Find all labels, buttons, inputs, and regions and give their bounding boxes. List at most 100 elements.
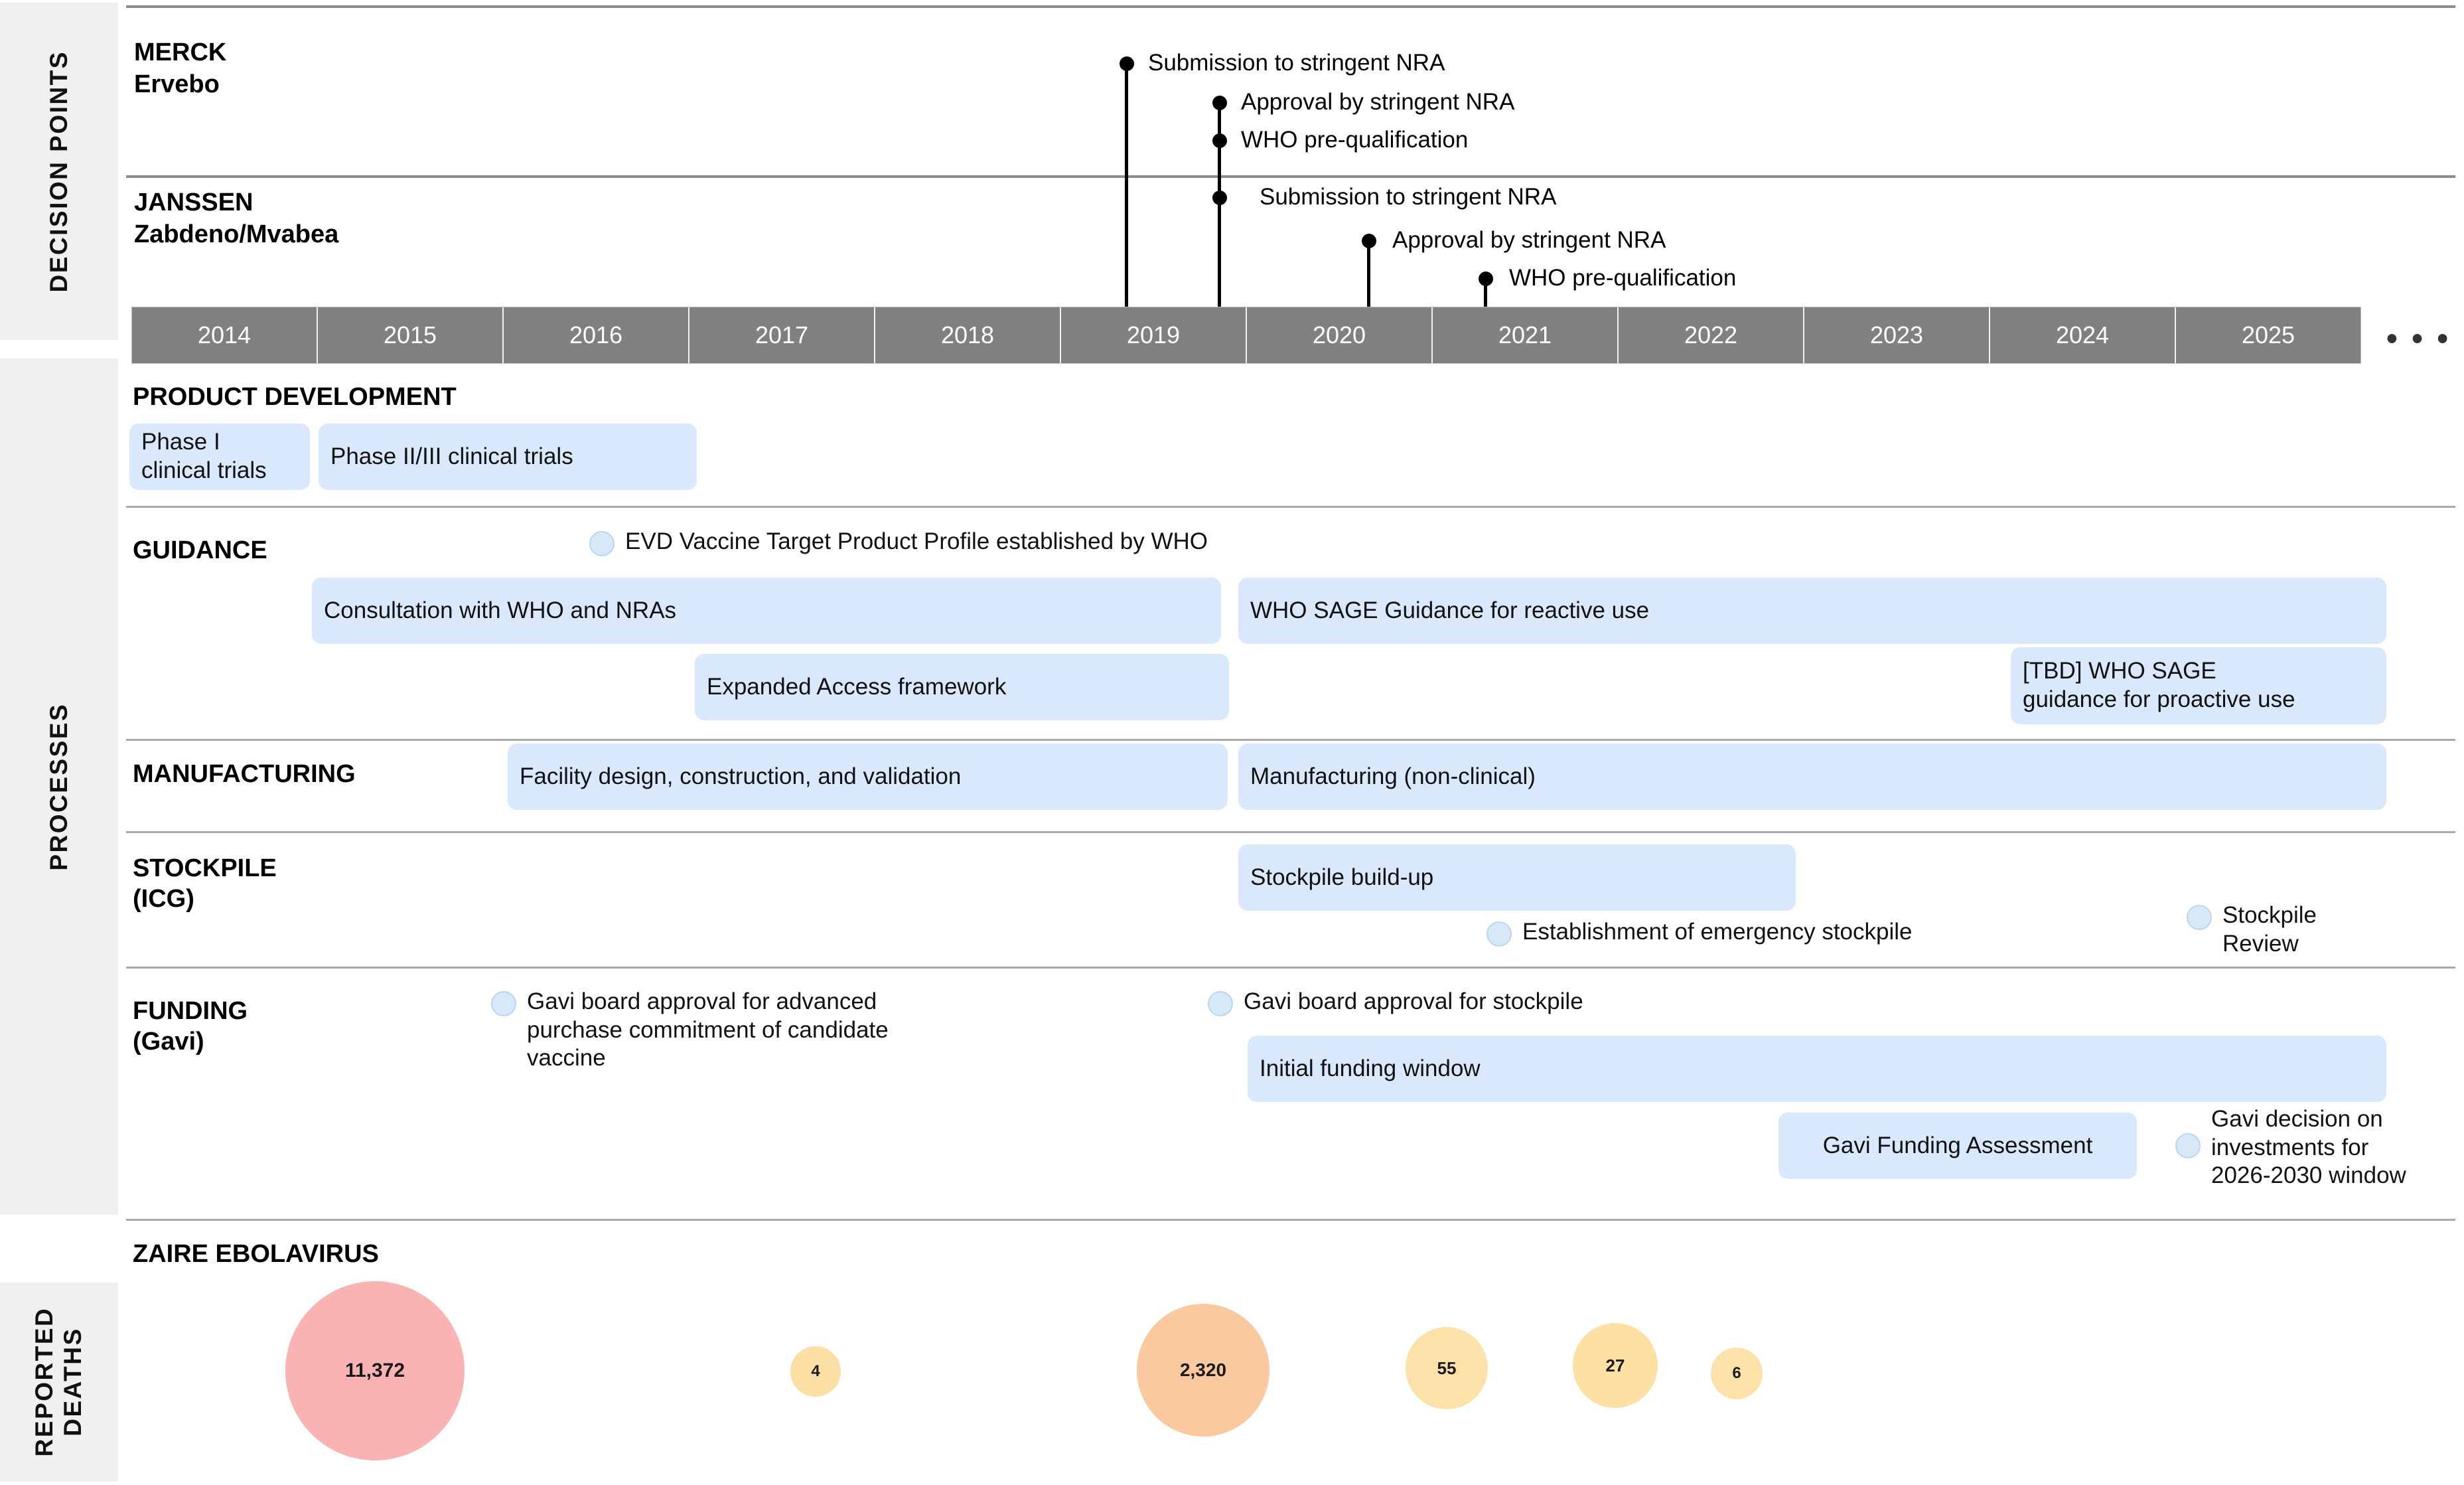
bubble-27-value: 27 <box>1605 1355 1625 1375</box>
year-cell-2022[interactable]: 2022 <box>1619 307 1804 363</box>
milestone-stockpile-review[interactable]: Stockpile Review <box>2187 901 2406 958</box>
decision-label-merck-prequal: WHO pre-qualification <box>1241 127 1469 153</box>
bar-phase-i-label: Phase I clinical trials <box>141 429 267 483</box>
bubble-27[interactable]: 27 <box>1573 1323 1658 1408</box>
milestone-gavi-board-stockpile-label: Gavi board approval for stockpile <box>1244 988 1583 1014</box>
decision-dot-janssen-submission <box>1212 191 1227 205</box>
bar-tbd-who-sage-proactive[interactable]: [TBD] WHO SAGE guidance for proactive us… <box>2011 647 2386 724</box>
year-cell-2018[interactable]: 2018 <box>875 307 1061 363</box>
decision-stem-merck-submission <box>1119 56 1134 307</box>
year-cell-2020[interactable]: 2020 <box>1247 307 1433 363</box>
bubble-11372[interactable]: 11,372 <box>285 1281 465 1460</box>
decision-label-janssen-approval: Approval by stringent NRA <box>1392 227 1666 253</box>
year-cell-2014[interactable]: 2014 <box>132 307 318 363</box>
bar-initial-funding-window-label: Initial funding window <box>1260 1055 1481 1081</box>
bar-gavi-funding-assessment[interactable]: Gavi Funding Assessment <box>1778 1113 2137 1179</box>
decision-row-merck-label: MERCK Ervebo <box>134 37 226 100</box>
merck-company: MERCK <box>134 39 227 66</box>
rail-processes-label: PROCESSES <box>44 702 72 871</box>
section-title-funding: FUNDING (Gavi) <box>133 997 248 1056</box>
bubble-4-value: 4 <box>811 1362 820 1380</box>
janssen-company: JANSSEN <box>134 189 254 216</box>
decision-stem-janssen-approval <box>1361 234 1376 307</box>
year-axis: 2014 2015 2016 2017 2018 2019 2020 2021 … <box>131 307 2361 364</box>
bar-gavi-funding-assessment-label: Gavi Funding Assessment <box>1822 1132 2093 1158</box>
bar-tbd-who-sage-proactive-label: [TBD] WHO SAGE guidance for proactive us… <box>2023 658 2295 712</box>
rail-decision-points-label: DECISION POINTS <box>44 50 72 293</box>
bubble-6[interactable]: 6 <box>1711 1348 1763 1399</box>
bar-manufacturing-nonclinical-label: Manufacturing (non-clinical) <box>1250 763 1536 789</box>
milestone-evd-tpp[interactable]: EVD Vaccine Target Product Profile estab… <box>589 528 1452 556</box>
milestone-evd-tpp-label: EVD Vaccine Target Product Profile estab… <box>625 528 1208 554</box>
bar-stockpile-build-up-label: Stockpile build-up <box>1250 864 1434 890</box>
rail-processes: PROCESSES <box>0 358 118 1215</box>
bar-expanded-access-framework-label: Expanded Access framework <box>707 673 1007 700</box>
separator-top <box>126 5 2455 8</box>
separator-merck-janssen <box>126 175 2455 178</box>
section-title-product-development: PRODUCT DEVELOPMENT <box>133 383 457 411</box>
bar-phase-ii-iii[interactable]: Phase II/III clinical trials <box>319 424 697 490</box>
bar-initial-funding-window[interactable]: Initial funding window <box>1248 1036 2386 1102</box>
timeline-continuation-ellipsis: • • • <box>2386 321 2451 356</box>
bar-manufacturing-nonclinical[interactable]: Manufacturing (non-clinical) <box>1238 743 2386 810</box>
bubble-11372-value: 11,372 <box>344 1360 405 1381</box>
rail-decision-points: DECISION POINTS <box>0 3 118 340</box>
section-title-guidance: GUIDANCE <box>133 536 267 564</box>
bubble-2320-value: 2,320 <box>1179 1360 1227 1380</box>
rail-reported-deaths: REPORTED DEATHS <box>0 1283 118 1482</box>
year-cell-2017[interactable]: 2017 <box>689 307 875 363</box>
decision-stem-janssen-prequal <box>1478 272 1493 307</box>
bar-phase-i[interactable]: Phase I clinical trials <box>129 424 310 490</box>
merck-product: Ervebo <box>134 70 220 98</box>
section-title-zaire-ebolavirus: ZAIRE EBOLAVIRUS <box>133 1240 379 1268</box>
separator-manufacturing-stockpile <box>126 831 2455 833</box>
bar-stockpile-build-up[interactable]: Stockpile build-up <box>1238 844 1796 911</box>
bar-consultation-who-nras[interactable]: Consultation with WHO and NRAs <box>312 578 1221 644</box>
bubble-2320[interactable]: 2,320 <box>1137 1304 1269 1437</box>
decision-stem-janssen-submission <box>1212 191 1227 307</box>
bubble-55-value: 55 <box>1437 1358 1457 1378</box>
decision-dot-merck-prequal <box>1212 133 1227 148</box>
milestone-gavi-decision-2026-2030[interactable]: Gavi decision on investments for 2026-20… <box>2175 1105 2441 1190</box>
decision-dot-janssen-approval <box>1361 234 1376 248</box>
decision-row-janssen-label: JANSSEN Zabdeno/Mvabea <box>134 187 338 250</box>
year-cell-2016[interactable]: 2016 <box>504 307 689 363</box>
decision-dot-merck-submission <box>1119 56 1134 71</box>
bar-consultation-who-nras-label: Consultation with WHO and NRAs <box>324 597 677 623</box>
decision-dot-janssen-prequal <box>1478 272 1493 286</box>
milestone-circle-icon <box>491 991 516 1016</box>
year-cell-2023[interactable]: 2023 <box>1804 307 1990 363</box>
milestone-gavi-advance-purchase[interactable]: Gavi board approval for advanced purchas… <box>491 988 1009 1073</box>
bar-expanded-access-framework[interactable]: Expanded Access framework <box>695 654 1229 720</box>
year-cell-2025[interactable]: 2025 <box>2241 321 2295 349</box>
milestone-circle-icon <box>1208 991 1233 1016</box>
bar-who-sage-reactive-label: WHO SAGE Guidance for reactive use <box>1250 597 1650 623</box>
bubble-4[interactable]: 4 <box>790 1346 841 1397</box>
milestone-emergency-stockpile-label: Establishment of emergency stockpile <box>1522 919 1913 945</box>
year-cell-2021[interactable]: 2021 <box>1433 307 1619 363</box>
year-cell-2019[interactable]: 2019 <box>1061 307 1247 363</box>
year-cell-2024[interactable]: 2024 <box>1990 307 2176 363</box>
milestone-circle-icon <box>2175 1133 2201 1158</box>
milestone-gavi-advance-purchase-label: Gavi board approval for advanced purchas… <box>527 988 889 1071</box>
milestone-emergency-stockpile[interactable]: Establishment of emergency stockpile <box>1486 918 2137 947</box>
decision-label-janssen-submission: Submission to stringent NRA <box>1260 184 1557 210</box>
bubble-6-value: 6 <box>1732 1364 1741 1382</box>
bubble-55[interactable]: 55 <box>1406 1327 1488 1409</box>
milestone-circle-icon <box>2187 905 2212 930</box>
decision-label-janssen-prequal: WHO pre-qualification <box>1509 265 1737 291</box>
bar-facility-design[interactable]: Facility design, construction, and valid… <box>508 743 1228 810</box>
milestone-circle-icon <box>589 531 615 556</box>
separator-guidance-manufacturing <box>126 739 2455 741</box>
separator-funding-deaths <box>126 1219 2455 1221</box>
year-cell-2015[interactable]: 2015 <box>318 307 504 363</box>
milestone-gavi-board-stockpile[interactable]: Gavi board approval for stockpile <box>1208 988 1805 1016</box>
milestone-circle-icon <box>1486 921 1512 947</box>
janssen-product: Zabdeno/Mvabea <box>134 220 339 248</box>
bar-who-sage-reactive[interactable]: WHO SAGE Guidance for reactive use <box>1238 578 2386 644</box>
rail-reported-deaths-label: REPORTED DEATHS <box>31 1307 87 1457</box>
bar-facility-design-label: Facility design, construction, and valid… <box>520 763 962 789</box>
section-title-manufacturing: MANUFACTURING <box>133 760 356 788</box>
